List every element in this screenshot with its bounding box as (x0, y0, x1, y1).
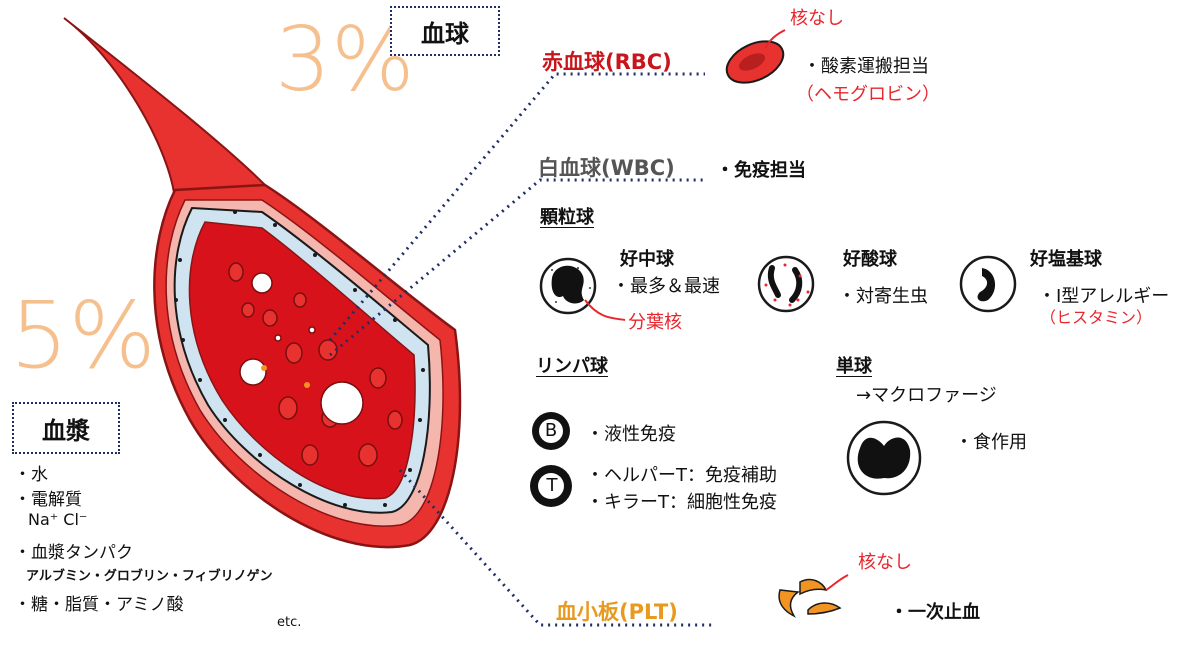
platelet-illustration (778, 574, 849, 618)
blood-cells-box: 血球 (390, 6, 500, 56)
vessel-tail (63, 17, 268, 202)
basophil-illustration (959, 255, 1017, 313)
plasma-water: ・水 (14, 465, 48, 485)
b-cell-letter: B (544, 420, 558, 441)
vessel-lumen (188, 221, 416, 500)
monocyte-heading: 単球 (836, 356, 872, 377)
plt-title: 血小板(PLT) (556, 600, 678, 624)
macrophage-label: →マクロファージ (856, 385, 997, 406)
endothelium-dots (174, 210, 425, 507)
t-cell-letter: T (546, 475, 558, 496)
phagocytosis-label: ・食作用 (955, 432, 1027, 453)
basophil-name: 好塩基球 (1030, 249, 1102, 270)
basophil-desc: ・Ⅰ型アレルギー (1038, 286, 1170, 307)
t-cell-desc-killer: ・キラーT：細胞性免疫 (586, 492, 777, 513)
plt-function: ・一次止血 (890, 602, 980, 623)
eosinophil-desc: ・対寄生虫 (838, 286, 928, 307)
b-cell-illustration (532, 412, 570, 450)
wbc-title: 白血球(WBC) (538, 156, 675, 180)
lumen-wbcs (239, 272, 364, 425)
rbc-title: 赤血球(RBC) (542, 50, 672, 74)
monocyte-illustration (846, 420, 922, 496)
b-cell-desc: ・液性免疫 (586, 424, 676, 445)
t-cell-illustration (530, 465, 572, 507)
percent-plasma: 5% (10, 282, 156, 389)
t-cell-desc-helper: ・ヘルパーT：免疫補助 (586, 465, 777, 486)
plasma-proteins: ・血漿タンパク (14, 543, 133, 563)
plasma-protein-types: アルブミン・グロブリン・フィブリノゲン (26, 569, 273, 584)
plasma-box: 血漿 (12, 402, 120, 454)
plasma-etc: etc. (277, 615, 302, 630)
rbc-no-nucleus-note: 核なし (790, 8, 844, 29)
plt-no-nucleus-note: 核なし (858, 552, 912, 573)
wbc-function: ・免疫担当 (716, 160, 806, 181)
plasma-ions: Na⁺ Cl⁻ (28, 510, 88, 529)
hemoglobin-note: （ヘモグロビン） (796, 84, 940, 105)
plasma-electrolytes: ・電解質 (14, 490, 82, 510)
neutrophil-illustration (539, 257, 626, 321)
neutrophil-name: 好中球 (620, 249, 674, 270)
granulocytes-heading: 顆粒球 (540, 207, 594, 228)
basophil-note: （ヒスタミン） (1040, 308, 1153, 327)
neutrophil-desc: ・最多＆最速 (612, 276, 720, 297)
neutrophil-note: 分葉核 (628, 312, 682, 333)
plasma-nutrients: ・糖・脂質・アミノ酸 (14, 595, 184, 615)
connector-lines (328, 72, 715, 627)
eosinophil-illustration (757, 255, 815, 313)
rbc-illustration (725, 29, 786, 84)
rbc-function: ・酸素運搬担当 (803, 56, 929, 77)
eosinophil-name: 好酸球 (843, 249, 897, 270)
lymphocyte-heading: リンパ球 (536, 356, 608, 377)
